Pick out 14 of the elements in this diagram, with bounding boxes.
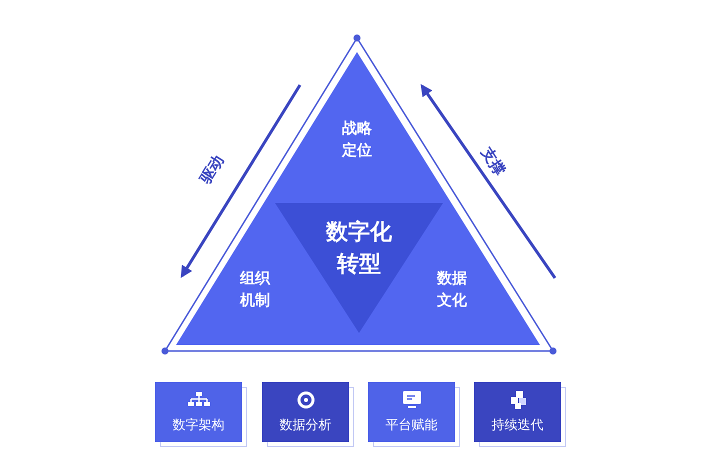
center-title: 数字化转型 <box>324 218 393 279</box>
arrow-label: 驱动 <box>196 152 228 188</box>
card-label: 数字架构 <box>172 417 226 434</box>
card-label: 持续迭代 <box>490 417 544 434</box>
card-label: 数据分析 <box>278 417 332 434</box>
card <box>262 382 349 442</box>
card <box>474 382 561 442</box>
arrow-label: 支撑 <box>476 144 510 180</box>
card <box>155 382 242 442</box>
region-label: 数据文化 <box>436 268 468 311</box>
card-label: 平台赋能 <box>384 417 438 434</box>
region-label: 战略定位 <box>340 118 373 161</box>
card <box>368 382 455 442</box>
region-label: 组织机制 <box>238 268 272 311</box>
